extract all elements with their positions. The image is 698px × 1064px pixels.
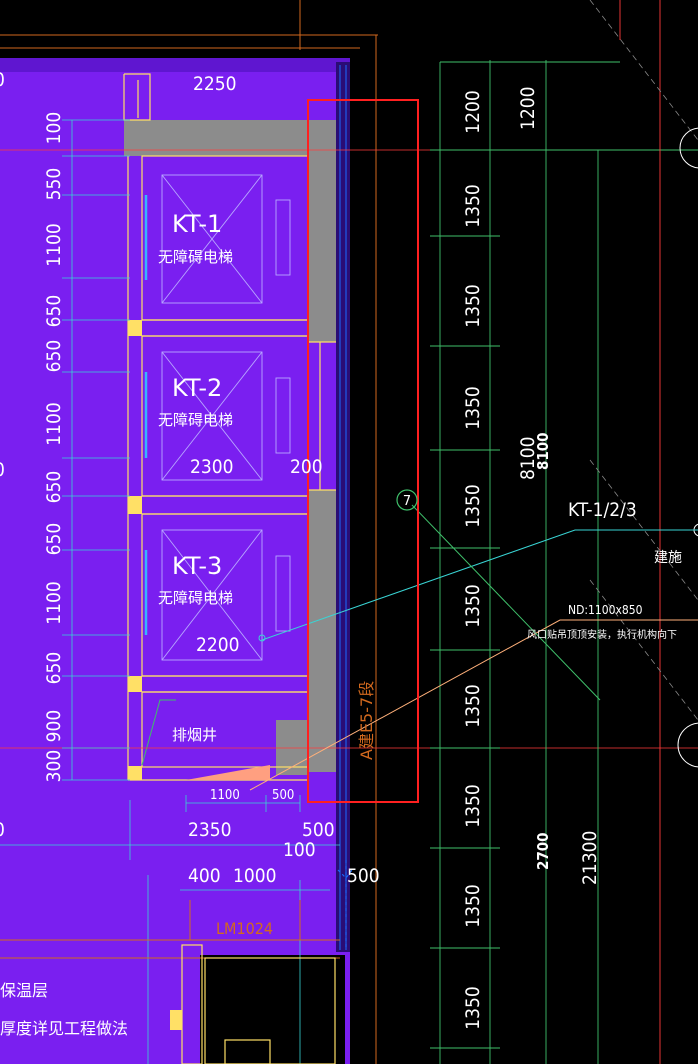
elevator-1-label: 无障碍电梯	[158, 248, 233, 266]
right-wall-lower	[308, 490, 336, 772]
edge-dim-3: 0	[0, 819, 5, 841]
right-dim-label: 1350	[462, 184, 484, 228]
dim-500: 500	[302, 819, 335, 841]
dim-500-right: 500	[347, 865, 380, 887]
dim-1000: 1000	[233, 865, 277, 887]
dim-100: 100	[283, 839, 316, 861]
left-dim-label: 650	[43, 471, 65, 504]
left-dim-label: 100	[43, 112, 65, 145]
elevator-3-label: 无障碍电梯	[158, 589, 233, 607]
top-wall	[124, 120, 308, 156]
callout-number: 7	[403, 494, 411, 509]
highlight-box	[307, 99, 419, 803]
shaft3-width-dim: 2200	[196, 634, 240, 656]
elevator-2-id: KT-2	[172, 374, 222, 402]
left-dim-label: 650	[43, 340, 65, 373]
right-dim-label: 1350	[462, 884, 484, 928]
dim-2350: 2350	[188, 819, 232, 841]
right-dim-2700: 2700	[534, 832, 552, 870]
top-width-dim: 2250	[193, 73, 237, 95]
edge-dim-2: 0	[0, 459, 5, 481]
left-dim-label: 550	[43, 168, 65, 201]
elevator-2-label: 无障碍电梯	[158, 411, 233, 429]
left-dim-label: 650	[43, 652, 65, 685]
right-dim-label: 1350	[462, 284, 484, 328]
shaft2-gap-dim: 200	[290, 456, 323, 478]
right-dim-label: 1350	[462, 784, 484, 828]
smoke-1100-dim: 1100	[210, 788, 240, 803]
right-dim-label: 1350	[462, 684, 484, 728]
elevator-1-id: KT-1	[172, 210, 222, 238]
shaft2-width-dim: 2300	[190, 456, 234, 478]
right-dim-label: 1350	[462, 986, 484, 1030]
floor-fill	[0, 60, 350, 1064]
left-dim-label: 650	[43, 523, 65, 556]
right-wall	[308, 120, 336, 342]
smoke-wall	[276, 720, 308, 775]
smoke-shaft-label: 排烟井	[172, 726, 217, 744]
right-dim-chain: 1200 1350 1350 1350 1350 1350 1350 1350 1350 1350	[462, 90, 484, 1030]
right-total-b: 8100	[534, 432, 552, 470]
fengkou-annotation: 风口贴吊顶顶安装，执行机构向下	[527, 628, 677, 641]
elevator-3-id: KT-3	[172, 552, 222, 580]
left-dim-label: 900	[43, 710, 65, 743]
right-total-a: 8100	[517, 437, 539, 481]
right-dim-label: 1350	[462, 386, 484, 430]
smoke-shaft-hatch	[186, 765, 270, 780]
left-dim-label: 1100	[43, 581, 65, 625]
nd-annotation: ND:1100x850	[568, 603, 643, 617]
note-thickness: 厚度详见工程做法	[0, 1019, 128, 1038]
kt-annotation: KT-1/2/3	[568, 499, 637, 521]
dim-400: 400	[188, 865, 221, 887]
left-dim-label: 1100	[43, 402, 65, 446]
left-dim-label: 1100	[43, 223, 65, 267]
wall-tag: A建E5-7段	[357, 681, 376, 760]
jianshi-annotation: 建施	[654, 550, 682, 566]
right-dim-label: 1200	[462, 90, 484, 134]
top-band	[0, 58, 350, 72]
right-dim-label: 1350	[462, 584, 484, 628]
note-insulation: 保温层	[0, 981, 48, 1000]
right-top-dim-2: 1200	[517, 87, 539, 131]
left-dim-chain: 100 550 1100 650 650 1100 650 650 1100 650 900 300	[43, 112, 65, 783]
smoke-500-dim: 500	[272, 788, 294, 803]
left-dim-label: 300	[43, 750, 65, 783]
door-tag: LM1024	[216, 919, 273, 938]
edge-dim-1: 0	[0, 69, 5, 91]
floor-fill-lower	[200, 955, 345, 1064]
callout-marker: 7	[396, 489, 418, 511]
right-dim-label: 1350	[462, 484, 484, 528]
right-dim-21300: 21300	[579, 831, 601, 885]
left-dim-label: 650	[43, 295, 65, 328]
